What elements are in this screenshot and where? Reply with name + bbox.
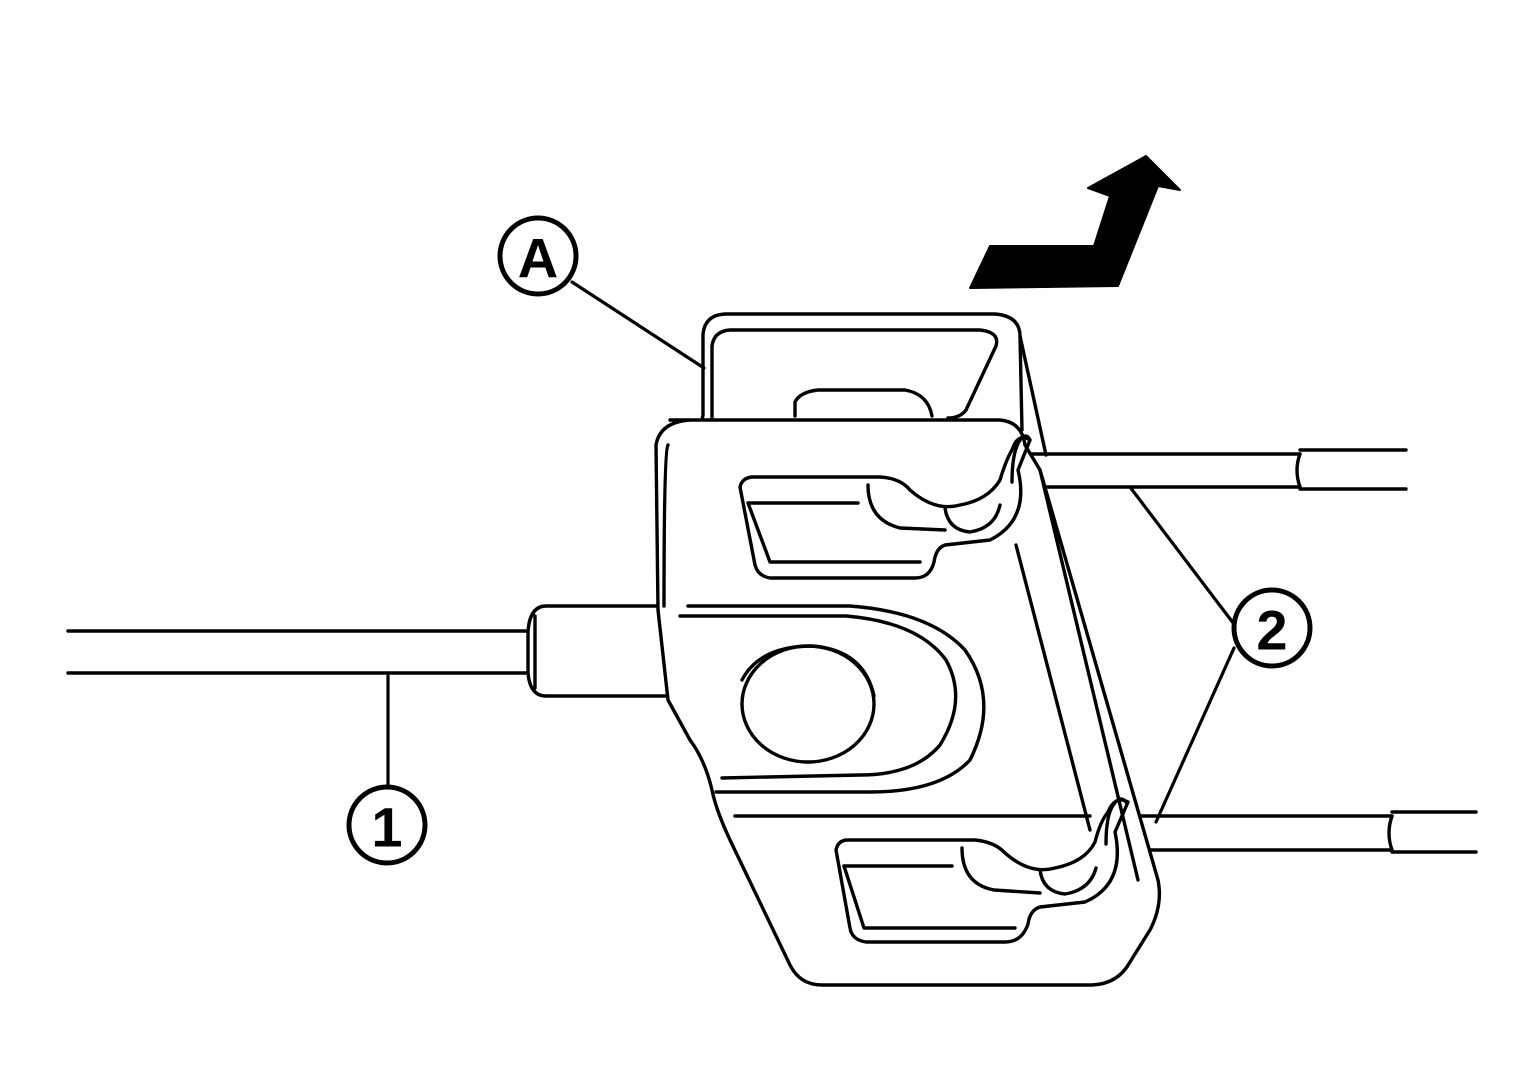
- cable-1: [66, 604, 670, 698]
- leader-line-2-upper: [1128, 485, 1242, 634]
- center-boss: [678, 604, 1092, 818]
- pull-direction-arrow-icon: [969, 155, 1181, 289]
- leader-line-a: [570, 280, 706, 370]
- cable-2-upper: [1016, 448, 1408, 491]
- callout-2: 2: [1231, 587, 1313, 669]
- callout-1: 1: [346, 784, 428, 866]
- callout-2-label: 2: [1256, 599, 1287, 662]
- callout-a: A: [497, 215, 579, 297]
- callout-1-label: 1: [371, 796, 402, 859]
- cable-2-lower: [1110, 810, 1478, 854]
- callout-a-label: A: [518, 227, 558, 290]
- upper-slot: [738, 435, 1032, 580]
- bracket-body: [654, 418, 1162, 987]
- cable-1-end-sleeve: [526, 604, 670, 698]
- leader-line-2-lower: [1154, 646, 1236, 824]
- bracket-a: [654, 312, 1162, 987]
